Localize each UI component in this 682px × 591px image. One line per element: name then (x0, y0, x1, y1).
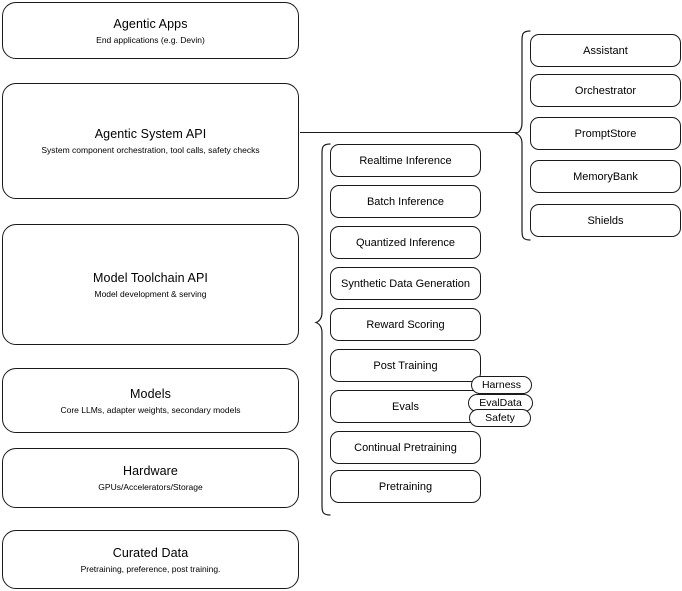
toolchain-chip-pretraining[interactable]: Pretraining (330, 470, 481, 503)
toolchain-chip-reward-scoring[interactable]: Reward Scoring (330, 308, 481, 341)
toolchain-chip-continual-pretraining[interactable]: Continual Pretraining (330, 431, 481, 464)
eval-subpill-label: Harness (481, 379, 522, 391)
toolchain-chip-synthetic-data-generation[interactable]: Synthetic Data Generation (330, 267, 481, 300)
layer-title: Agentic System API (94, 127, 207, 141)
eval-subpill-label: EvalData (479, 397, 522, 409)
eval-subpill-harness[interactable]: Harness (471, 376, 532, 394)
toolchain-chip-batch-inference[interactable]: Batch Inference (330, 185, 481, 218)
brace-toolchain (314, 143, 331, 516)
layer-subtitle: Model development & serving (94, 288, 207, 299)
chip-label: Synthetic Data Generation (340, 277, 471, 290)
layer-title: Hardware (123, 464, 178, 478)
chip-label: MemoryBank (573, 170, 638, 183)
layer-box-hardware[interactable]: Hardware GPUs/Accelerators/Storage (2, 448, 299, 508)
chip-label: Assistant (583, 44, 628, 57)
layer-title: Agentic Apps (113, 16, 188, 31)
chip-label: PromptStore (574, 127, 637, 140)
toolchain-chip-post-training[interactable]: Post Training (330, 349, 481, 382)
layer-title: Model Toolchain API (93, 270, 208, 285)
chip-label: Quantized Inference (355, 236, 456, 249)
toolchain-chip-evals[interactable]: Evals (330, 390, 481, 423)
eval-subpill-safety[interactable]: Safety (469, 409, 531, 427)
system-chip-promptstore[interactable]: PromptStore (530, 117, 681, 150)
chip-label: Orchestrator (574, 84, 637, 97)
chip-label: Shields (587, 214, 624, 227)
layer-box-model-toolchain-api[interactable]: Model Toolchain API Model development & … (2, 224, 299, 345)
layer-title: Models (130, 386, 171, 401)
chip-label: Realtime Inference (359, 154, 452, 167)
layer-subtitle: End applications (e.g. Devin) (96, 34, 205, 45)
chip-label: Reward Scoring (366, 318, 445, 331)
eval-subpill-label: Safety (485, 412, 515, 424)
layer-subtitle: System component orchestration, tool cal… (41, 145, 260, 155)
chip-label: Batch Inference (366, 195, 445, 208)
chip-label: Post Training (373, 359, 438, 372)
layer-subtitle: Pretraining, preference, post training. (80, 563, 221, 574)
layer-box-curated-data[interactable]: Curated Data Pretraining, preference, po… (2, 530, 299, 589)
toolchain-chip-realtime-inference[interactable]: Realtime Inference (330, 144, 481, 177)
layer-subtitle: Core LLMs, adapter weights, secondary mo… (60, 404, 241, 415)
layer-subtitle: GPUs/Accelerators/Storage (98, 482, 203, 492)
chip-label: Evals (392, 400, 419, 413)
layer-box-agentic-apps[interactable]: Agentic Apps End applications (e.g. Devi… (2, 2, 299, 59)
layer-box-agentic-system-api[interactable]: Agentic System API System component orch… (2, 83, 299, 199)
layer-title: Curated Data (112, 545, 189, 560)
system-chip-shields[interactable]: Shields (530, 204, 681, 237)
system-chip-orchestrator[interactable]: Orchestrator (530, 74, 681, 107)
layer-box-models[interactable]: Models Core LLMs, adapter weights, secon… (2, 368, 299, 433)
system-chip-assistant[interactable]: Assistant (530, 34, 681, 67)
brace-system-components (514, 30, 531, 241)
system-chip-memorybank[interactable]: MemoryBank (530, 160, 681, 193)
toolchain-chip-quantized-inference[interactable]: Quantized Inference (330, 226, 481, 259)
chip-label: Continual Pretraining (354, 441, 457, 454)
chip-label: Pretraining (378, 480, 433, 493)
